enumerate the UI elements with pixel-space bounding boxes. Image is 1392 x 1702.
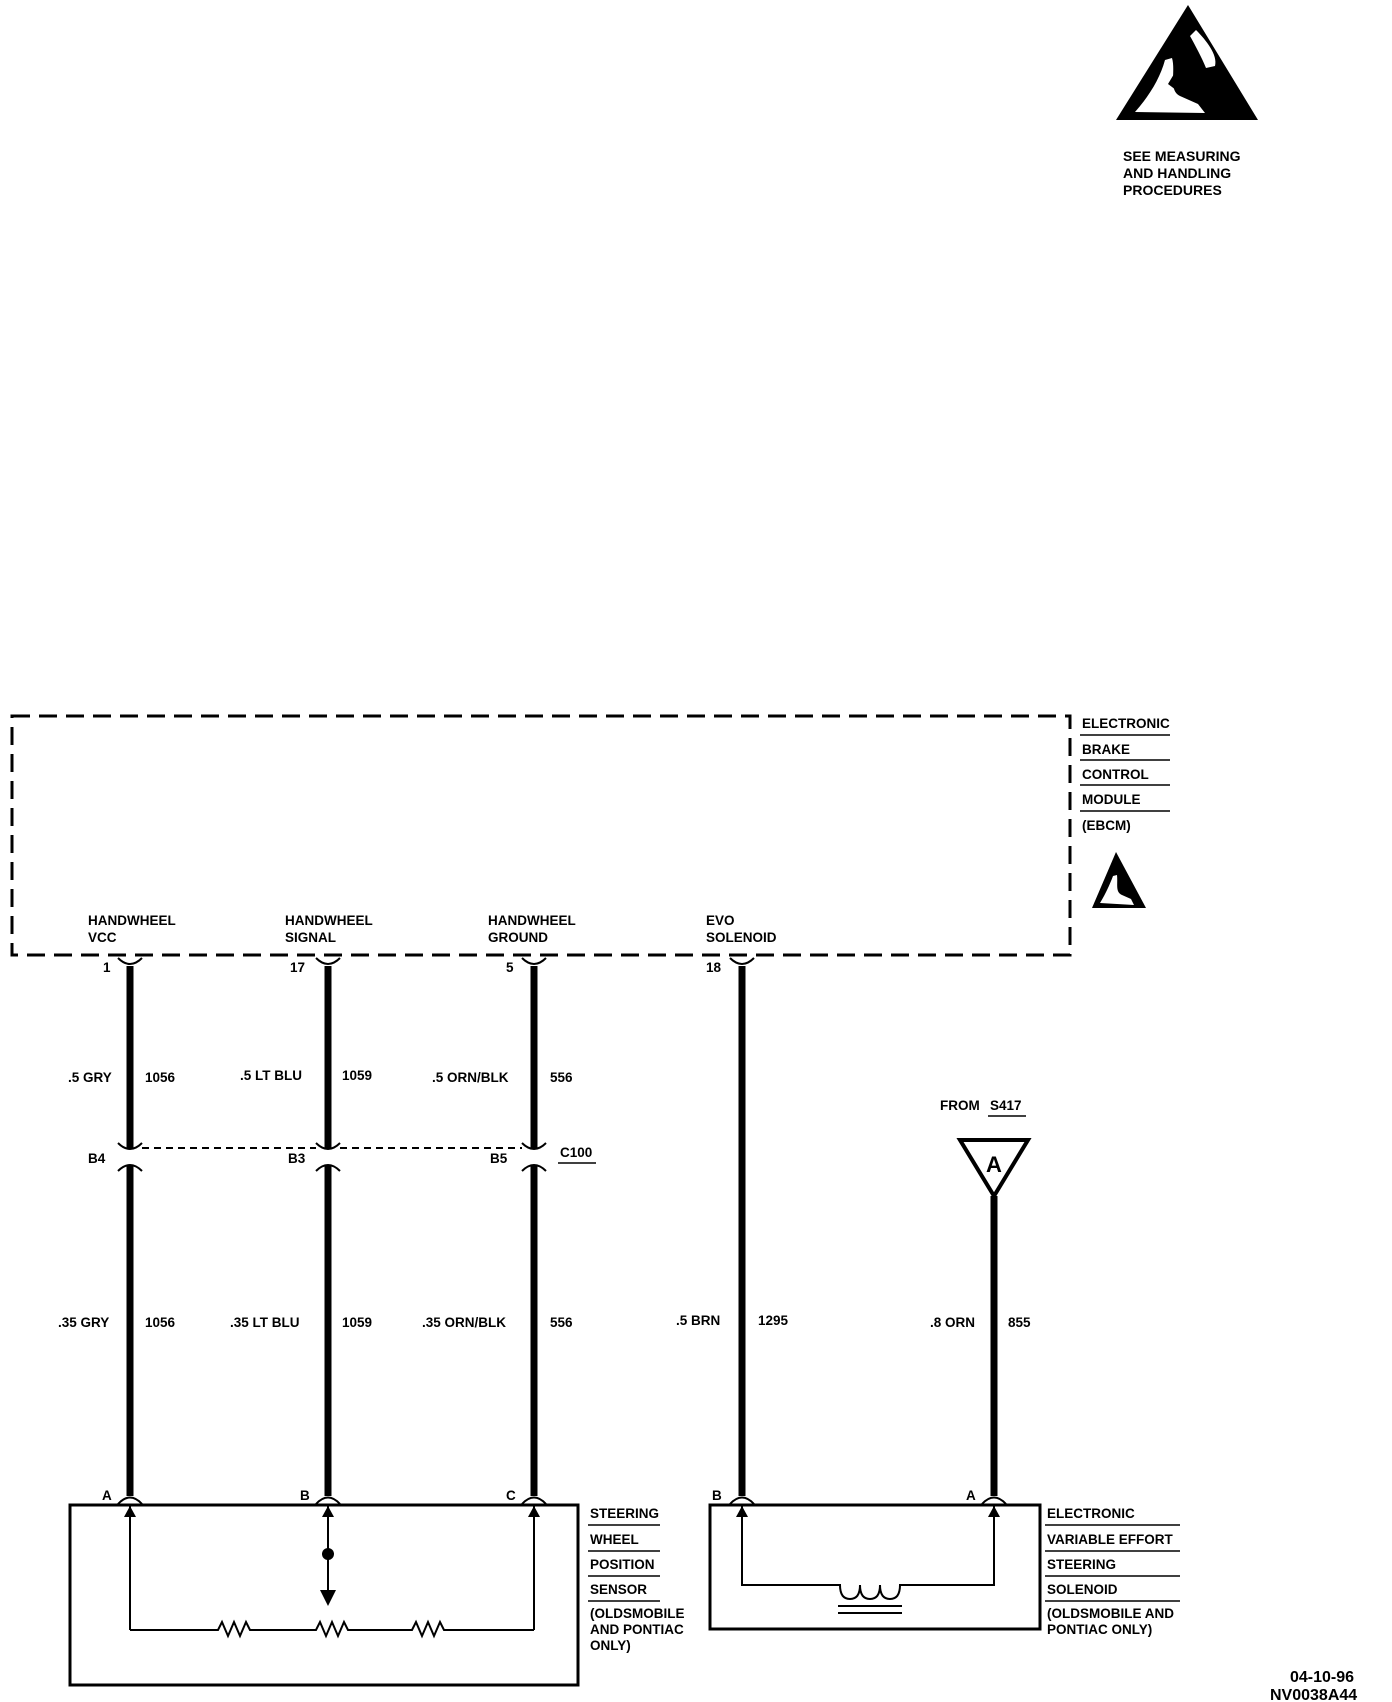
ebcm-pin-number-5: 5 [506,960,514,975]
c100-name: C100 [560,1145,592,1160]
solenoid-label-line-6: PONTIAC ONLY) [1047,1622,1152,1637]
solenoid-label-line-1: ELECTRONIC [1047,1506,1135,1521]
c100-pin-b3: B3 [288,1151,306,1166]
sensor-label-line-5: (OLDSMOBILE [590,1606,685,1621]
wire-1059-upper-circuit: 1059 [342,1068,372,1083]
esd-notice-line-2: AND HANDLING [1123,165,1231,181]
wire-1059-lower-color: .35 LT BLU [230,1315,300,1330]
sensor-terminals [117,1496,547,1505]
source-splice-name: S417 [990,1098,1022,1113]
c100-connector [117,1142,547,1172]
sensor-label: STEERING WHEEL POSITION SENSOR (OLDSMOBI… [588,1506,685,1653]
esd-notice-line-1: SEE MEASURING [1123,148,1241,164]
esd-notice-line-3: PROCEDURES [1123,182,1222,198]
wire-1295-circuit: 1295 [758,1313,789,1328]
wire-1059-upper-color: .5 LT BLU [240,1068,302,1083]
c100-pin-b4: B4 [88,1151,106,1166]
footer-date: 04-10-96 [1290,1669,1354,1686]
ebcm-label-line-3: CONTROL [1082,767,1149,782]
sensor-label-line-7: ONLY) [590,1638,631,1653]
ebcm-label-line-4: MODULE [1082,792,1141,807]
source-from-label: FROM [940,1098,980,1113]
ebcm-pin-label-handwheel-vcc-2: VCC [88,930,117,945]
ebcm-pin-label-handwheel-vcc-1: HANDWHEEL [88,913,176,928]
footer-code: NV0038A44 [1270,1687,1357,1702]
wire-1059-lower-circuit: 1059 [342,1315,372,1330]
ebcm-pin-label-handwheel-ground-2: GROUND [488,930,548,945]
solenoid-label-line-4: SOLENOID [1047,1582,1118,1597]
ebcm-module-box [10,714,1072,957]
source-symbol-letter: A [986,1152,1002,1177]
ebcm-terminal-1 [117,957,143,965]
ebcm-pin-label-handwheel-signal-2: SIGNAL [285,930,336,945]
solenoid-coil-icon [736,1505,1000,1614]
wire-556-upper-color: .5 ORN/BLK [432,1070,509,1085]
sensor-box [68,1503,580,1687]
sensor-label-line-6: AND PONTIAC [590,1622,684,1637]
wire-556-upper-circuit: 556 [550,1070,573,1085]
sensor-pin-b: B [300,1488,310,1503]
sensor-label-line-1: STEERING [590,1506,659,1521]
solenoid-label-line-3: STEERING [1047,1557,1116,1572]
sensor-internal-circuit [124,1505,540,1639]
sensor-pin-c: C [506,1488,516,1503]
solenoid-pin-b: B [712,1488,722,1503]
wire-1056-lower-circuit: 1056 [145,1315,176,1330]
ebcm-pin-label-handwheel-ground-1: HANDWHEEL [488,913,576,928]
solenoid-label-line-2: VARIABLE EFFORT [1047,1532,1173,1547]
ebcm-label-line-1: ELECTRONIC [1082,716,1170,731]
wire-556-lower-color: .35 ORN/BLK [422,1315,506,1330]
c100-pin-b5: B5 [490,1151,508,1166]
ebcm-pin-number-1: 1 [103,960,111,975]
wire-1295-color: .5 BRN [676,1313,720,1328]
ebcm-esd-icon [1092,852,1146,908]
solenoid-box [708,1503,1042,1631]
ebcm-pin-number-18: 18 [706,960,722,975]
source-triangle-symbol [956,1138,1032,1200]
ebcm-pin-label-evo-solenoid-2: SOLENOID [706,930,777,945]
wire-1056-upper-circuit: 1056 [145,1070,176,1085]
sensor-label-line-3: POSITION [590,1557,655,1572]
ebcm-label-line-2: BRAKE [1082,742,1130,757]
solenoid-pin-a: A [966,1488,976,1503]
ebcm-label: ELECTRONIC BRAKE CONTROL MODULE (EBCM) [1080,716,1170,833]
sensor-label-line-4: SENSOR [590,1582,647,1597]
ebcm-pin-label-handwheel-signal-1: HANDWHEEL [285,913,373,928]
esd-warning-icon [1116,5,1258,120]
wire-855-circuit: 855 [1008,1315,1031,1330]
wire-1056-upper-color: .5 GRY [68,1070,112,1085]
wire-1056-lower-color: .35 GRY [58,1315,109,1330]
solenoid-label-line-5: (OLDSMOBILE AND [1047,1606,1174,1621]
sensor-label-line-2: WHEEL [590,1532,639,1547]
ebcm-terminal-18 [729,957,755,965]
ebcm-terminal-17 [315,957,341,965]
wire-855-color: .8 ORN [930,1315,975,1330]
ebcm-label-line-5: (EBCM) [1082,818,1131,833]
ebcm-terminal-5 [521,957,547,965]
solenoid-label: ELECTRONIC VARIABLE EFFORT STEERING SOLE… [1045,1506,1180,1637]
sensor-pin-a: A [102,1488,112,1503]
solenoid-terminals [729,1496,1007,1505]
ebcm-pin-number-17: 17 [290,960,305,975]
ebcm-pin-label-evo-solenoid-1: EVO [706,913,735,928]
wire-556-lower-circuit: 556 [550,1315,573,1330]
